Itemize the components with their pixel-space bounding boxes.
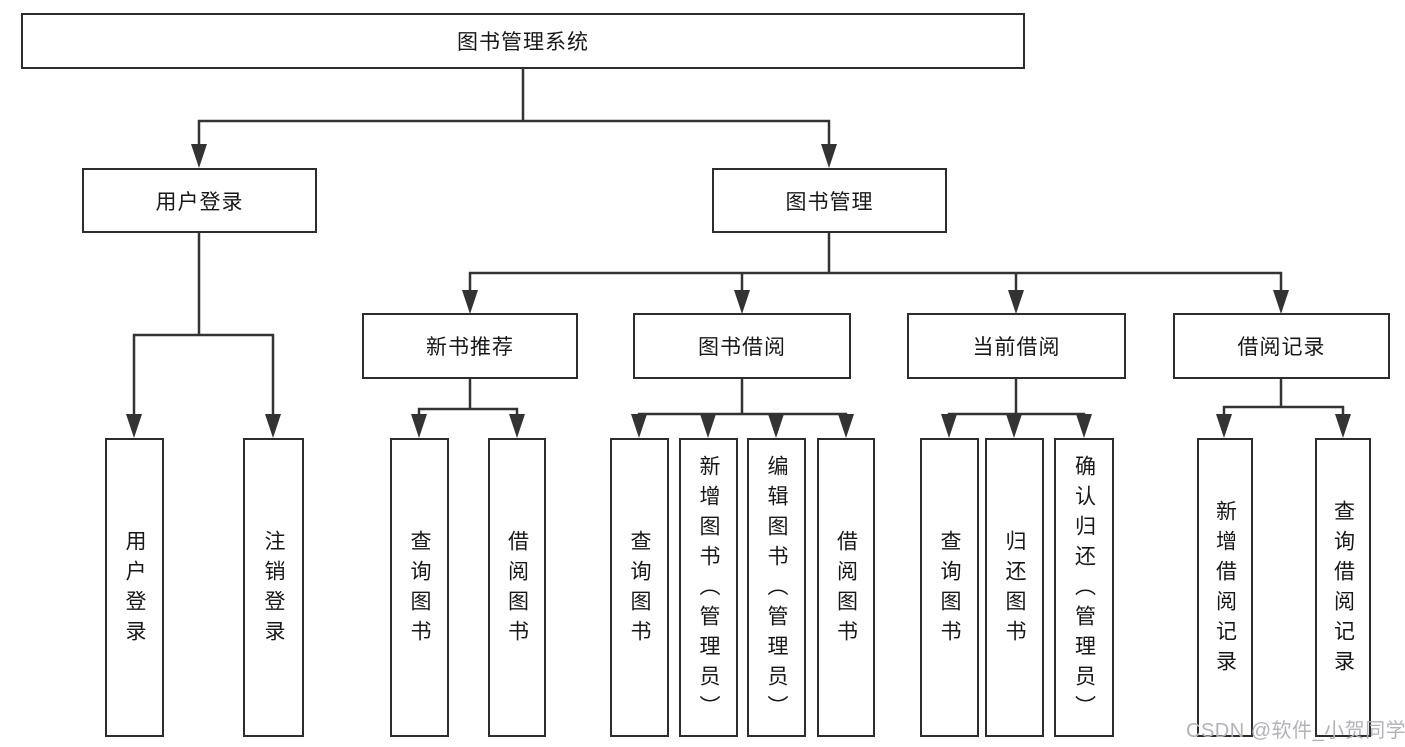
node-borrow-records: 借阅记录: [1173, 313, 1390, 379]
leaf-query-book-borrowing: 查询图书: [610, 438, 669, 737]
node-current-borrowing: 当前借阅: [907, 313, 1126, 379]
node-user-login: 用户登录: [82, 168, 317, 233]
node-book-management: 图书管理: [712, 168, 947, 233]
node-library-management-system: 图书管理系统: [21, 13, 1025, 69]
leaf-logout: 注销登录: [243, 438, 304, 737]
node-new-book-recommend: 新书推荐: [362, 313, 578, 379]
leaf-query-borrow-record: 查询借阅记录: [1315, 438, 1371, 737]
leaf-query-book-current: 查询图书: [920, 438, 979, 737]
watermark: CSDN @软件_小贺同学: [1186, 720, 1405, 742]
leaf-return-book: 归还图书: [985, 438, 1044, 737]
leaf-borrow-book-recommend: 借阅图书: [488, 438, 546, 737]
leaf-add-borrow-record: 新增借阅记录: [1197, 438, 1253, 737]
leaf-user-login: 用户登录: [105, 438, 164, 737]
leaf-confirm-return-admin: 确认归还（管理员）: [1054, 438, 1114, 737]
leaf-add-book-admin: 新增图书（管理员）: [679, 438, 738, 737]
leaf-query-book-recommend: 查询图书: [390, 438, 449, 737]
node-book-borrowing: 图书借阅: [633, 313, 851, 379]
leaf-edit-book-admin: 编辑图书（管理员）: [747, 438, 806, 737]
leaf-borrow-book: 借阅图书: [817, 438, 875, 737]
